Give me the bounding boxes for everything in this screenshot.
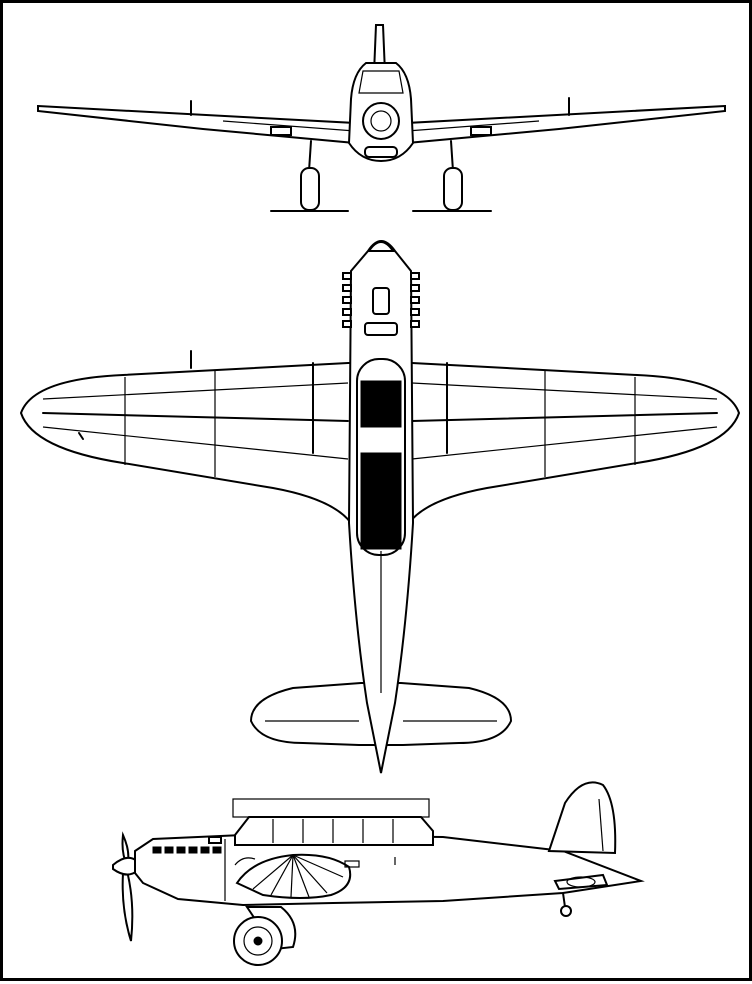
top-wing-line-l2 xyxy=(42,426,349,460)
side-dive-brake-ribs xyxy=(252,854,344,898)
front-cowl-ring xyxy=(362,102,400,140)
side-canopy xyxy=(234,816,434,846)
top-left-wing-mark xyxy=(78,432,84,440)
top-exhaust-right xyxy=(410,272,420,328)
side-fuselage-marking xyxy=(344,860,360,868)
side-cowl-gun xyxy=(208,836,222,844)
top-spinner xyxy=(367,241,395,252)
side-canopy-frames xyxy=(272,819,394,843)
side-spinner xyxy=(112,856,138,876)
side-tail-fin xyxy=(547,781,617,855)
front-canopy xyxy=(358,70,404,94)
side-tail-wheel xyxy=(560,905,572,917)
top-view xyxy=(19,240,741,774)
front-spinner xyxy=(370,110,392,132)
top-wing-line-l1 xyxy=(42,382,349,400)
front-left-wing xyxy=(37,104,356,145)
side-tail-strut xyxy=(562,892,566,908)
side-exhaust-stubs xyxy=(152,846,222,854)
top-wing-line-r1 xyxy=(411,382,718,400)
top-wing-line-r3 xyxy=(411,412,718,422)
top-wing-line-l3 xyxy=(42,412,349,422)
top-cowl-hatch xyxy=(372,287,390,315)
side-tail-marking xyxy=(566,876,596,888)
top-canopy-rear-glass xyxy=(360,452,402,550)
top-windscreen xyxy=(364,322,398,336)
front-left-wing-pod xyxy=(270,126,292,136)
top-wing-line-r2 xyxy=(411,426,718,460)
side-view xyxy=(112,781,645,966)
top-exhaust-left xyxy=(342,272,352,328)
three-view-drawing xyxy=(19,24,741,966)
top-canopy-front-glass xyxy=(360,380,402,428)
side-rudder-line xyxy=(598,798,604,852)
side-propeller-bottom xyxy=(121,869,134,942)
side-canopy-rail xyxy=(232,798,430,818)
front-left-wheel xyxy=(300,167,320,211)
front-right-wing xyxy=(406,104,726,145)
front-left-strut xyxy=(308,140,312,172)
front-right-wing-pod xyxy=(470,126,492,136)
side-wing-root xyxy=(234,857,256,866)
front-view xyxy=(37,24,726,212)
side-wheel-hub xyxy=(243,926,273,956)
front-intake xyxy=(364,146,398,158)
front-right-strut xyxy=(450,140,454,172)
front-right-wheel xyxy=(443,167,463,211)
side-wheel-axle xyxy=(253,936,263,946)
